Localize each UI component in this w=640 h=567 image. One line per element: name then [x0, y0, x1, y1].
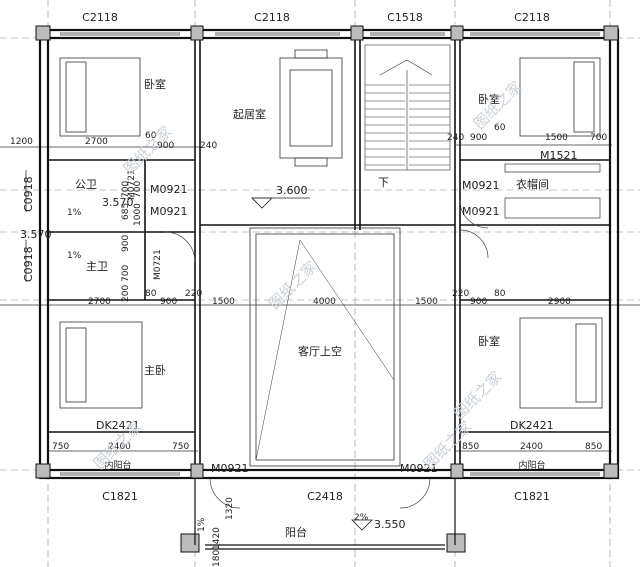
dimension-text: 220 — [185, 289, 202, 299]
furniture-beds — [59, 57, 603, 409]
window-label: C1821 — [514, 490, 550, 503]
elevation-label: 3.600 — [276, 184, 308, 197]
window-label: C2118 — [514, 11, 550, 24]
dimension-text: 220 — [452, 289, 469, 299]
dimension-text: 850 — [462, 442, 479, 452]
room-label-bedroom: 卧室 — [144, 77, 166, 91]
dimension-text: 700 — [133, 181, 143, 198]
dimension-text: 4000 — [313, 297, 336, 307]
interior-walls — [48, 38, 610, 470]
room-label-master-bedroom: 主卧 — [144, 364, 166, 377]
door-label: M0921 — [400, 462, 438, 475]
dimension-text: 1500 — [545, 133, 568, 143]
room-label-bedroom: 卧室 — [478, 92, 500, 106]
dimension-text: 80 — [494, 289, 506, 299]
room-label-cloakroom: 衣帽间 — [516, 177, 549, 191]
room-label-bedroom: 卧室 — [478, 334, 500, 348]
dimension-text: 700 — [121, 181, 131, 198]
dimension-text: 60 — [145, 131, 157, 141]
slope-label: 2% — [354, 513, 369, 523]
dimension-text: 1500 — [415, 297, 438, 307]
dimension-text: 80 — [145, 289, 157, 299]
stair-treads — [365, 84, 450, 166]
dimension-text: 1500 — [212, 297, 235, 307]
slope-label: 1% — [67, 251, 82, 261]
door-label: M0921 — [211, 462, 249, 475]
room-label-balcony: 内阳台 — [518, 459, 545, 471]
dimension-text: 900 — [160, 297, 177, 307]
elevation-label: 3.570 — [20, 228, 52, 241]
dimension-text: 2700 — [85, 137, 108, 147]
dimension-text: 1420 — [212, 527, 222, 550]
door-label: M0721 — [127, 169, 137, 200]
door-label: M0721 — [153, 249, 163, 280]
elevation-label: 3.550 — [374, 518, 406, 531]
dimension-text: 900 — [470, 133, 487, 143]
elevation-label: 3.570 — [102, 196, 134, 209]
window-label: C1821 — [102, 490, 138, 503]
dimension-text: 180 — [212, 550, 222, 567]
door-label: M0921 — [462, 205, 500, 218]
dimension-text: 900 — [470, 297, 487, 307]
terrace-outline — [194, 478, 456, 550]
slope-label: 1% — [67, 208, 82, 218]
dimension-text: 685 — [121, 203, 131, 220]
dimension-text: 850 — [585, 442, 602, 452]
room-label-master-bath: 主卫 — [86, 260, 108, 273]
door-label: DK2421 — [510, 419, 554, 432]
window-label: C0918 — [22, 246, 35, 282]
dimension-text: 900 — [121, 235, 131, 252]
dimension-text: 750 — [52, 442, 69, 452]
room-label-terrace: 阳台 — [285, 525, 307, 539]
dimension-text: 2400 — [108, 442, 131, 452]
window-label: C2118 — [82, 11, 118, 24]
watermark-text: 图纸之家 — [265, 258, 320, 313]
window-label: C1518 — [387, 11, 423, 24]
dimension-text: 700 — [590, 133, 607, 143]
dimension-text: 1200 — [10, 137, 33, 147]
void-opening — [249, 227, 401, 467]
dimension-text: 700 — [121, 265, 131, 282]
room-label-living: 起居室 — [233, 107, 266, 121]
window-lines — [60, 32, 600, 476]
dimension-text: 2700 — [88, 297, 111, 307]
columns — [35, 25, 619, 553]
furniture-sofa — [279, 49, 343, 167]
door-swings — [164, 199, 489, 509]
dimension-text: 240 — [447, 133, 464, 143]
elevation-markers — [251, 197, 373, 531]
door-label: M0921 — [150, 183, 188, 196]
dimension-text: 900 — [157, 141, 174, 151]
exterior-walls — [38, 28, 620, 480]
room-label-void: 客厅上空 — [298, 344, 342, 358]
dimension-text: 240 — [200, 141, 217, 151]
dimension-text: 2900 — [548, 297, 571, 307]
door-label: M0921 — [150, 205, 188, 218]
window-label: C0918 — [22, 176, 35, 212]
window-label: C2118 — [254, 11, 290, 24]
room-label-balcony: 内阳台 — [104, 459, 131, 471]
room-label-public-bath: 公卫 — [75, 178, 97, 191]
dimension-text: 1320 — [225, 497, 235, 520]
closet-shelves — [504, 163, 601, 219]
window-label: C2418 — [307, 490, 343, 503]
dimension-text: 750 — [172, 442, 189, 452]
door-label: M0921 — [462, 179, 500, 192]
door-label: DK2421 — [96, 419, 140, 432]
staircase — [364, 44, 451, 171]
dimension-text: 60 — [494, 123, 506, 133]
dimension-text: 200 — [121, 285, 131, 302]
dimension-text: 1000 — [133, 203, 143, 226]
dimension-lines — [0, 144, 640, 452]
slope-label: 1% — [197, 517, 207, 532]
stair-direction-label: 下 — [378, 176, 389, 189]
door-label: M1521 — [540, 149, 578, 162]
dimension-text: 2400 — [520, 442, 543, 452]
watermark-text: 图纸之家 — [450, 368, 505, 423]
